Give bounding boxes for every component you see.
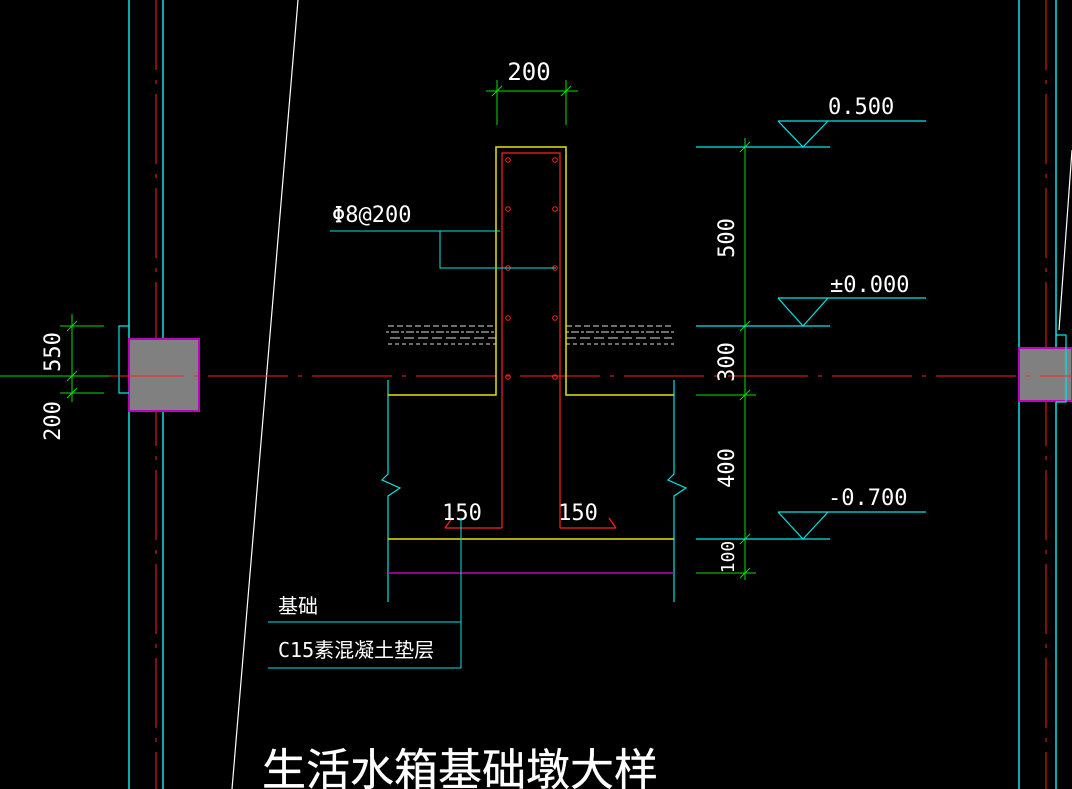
right-column-bracket xyxy=(1056,334,1067,403)
left-column-bracket xyxy=(118,325,129,394)
elevation-top-label: 0.500 xyxy=(828,95,894,120)
dim-segment-top: 500 xyxy=(715,218,740,258)
excavation-right xyxy=(666,380,688,602)
elevation-marker-bottom xyxy=(696,511,926,540)
legend-cushion: C15素混凝土垫层 xyxy=(278,638,434,662)
legend-foundation: 基础 xyxy=(278,594,318,618)
elevation-marker-top xyxy=(696,120,926,148)
ground-hatch xyxy=(386,325,676,345)
elevation-marker-ground xyxy=(696,297,926,327)
elevation-bottom-label: -0.700 xyxy=(828,486,907,511)
dim-side-lower: 200 xyxy=(41,401,66,441)
left-side-dimension xyxy=(60,314,104,402)
diagonal-line-right xyxy=(1058,149,1072,331)
dim-wall-thickness: 200 xyxy=(507,58,550,86)
concrete-outline xyxy=(388,146,674,396)
rebar-cage xyxy=(444,152,617,529)
dim-segment-foot: 400 xyxy=(715,448,740,488)
dim-footing-right: 150 xyxy=(558,501,598,526)
dim-footing-left: 150 xyxy=(442,501,482,526)
right-column-block xyxy=(1018,347,1072,402)
excavation-left xyxy=(380,380,402,602)
dim-segment-mid: 300 xyxy=(715,342,740,382)
legend-leader xyxy=(268,518,462,669)
diagonal-line-left xyxy=(231,0,299,789)
rebar-label: Φ8@200 xyxy=(332,203,411,228)
dim-segment-pad: 100 xyxy=(718,541,739,574)
drawing-title: 生活水箱基础墩大样 xyxy=(262,745,658,789)
left-column-block xyxy=(128,338,200,412)
rebar-leader xyxy=(330,230,556,269)
top-dimension-line xyxy=(486,80,578,125)
elevation-ground-label: ±0.000 xyxy=(830,273,909,298)
dim-side-upper: 550 xyxy=(41,332,66,372)
